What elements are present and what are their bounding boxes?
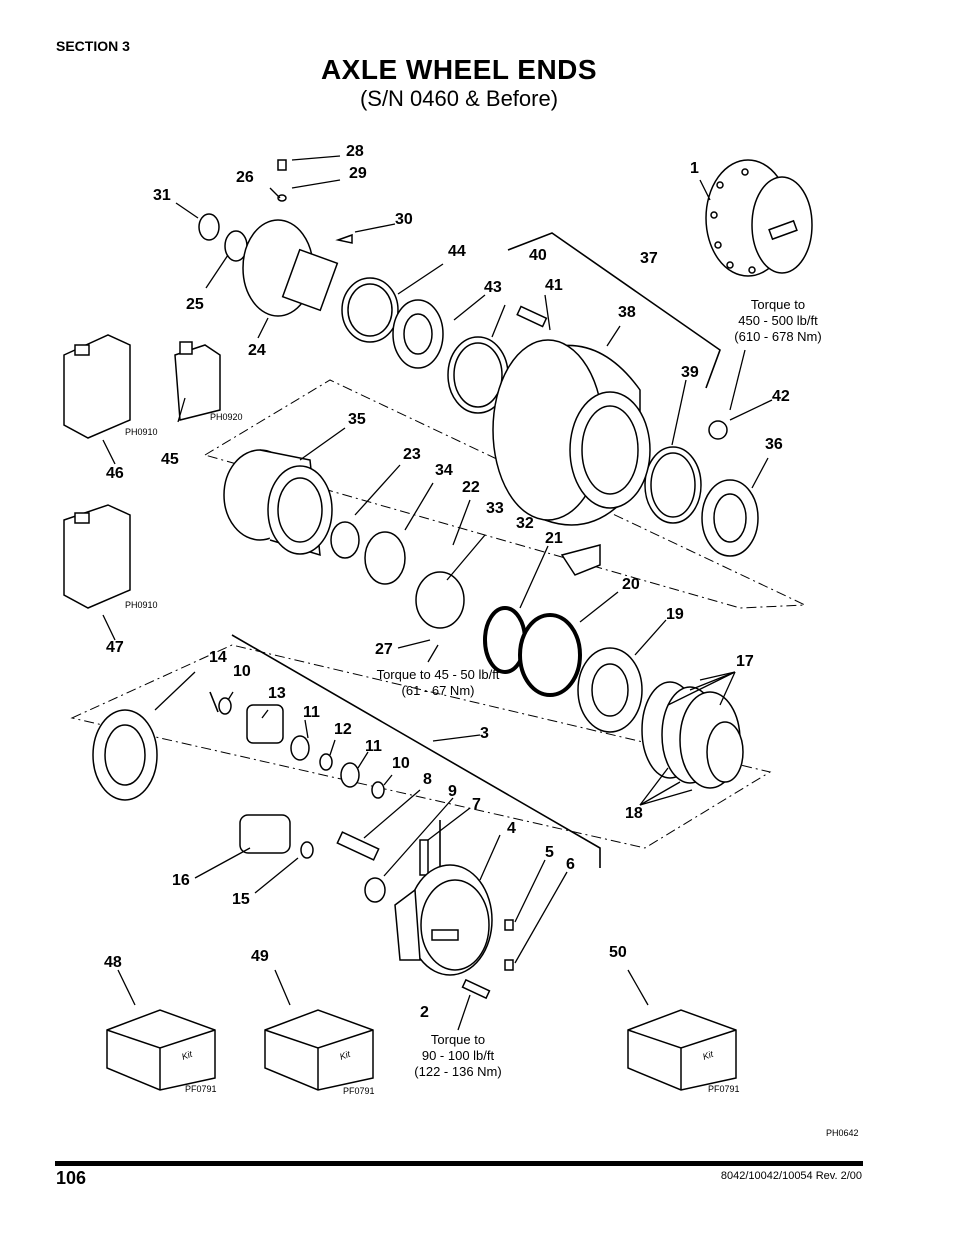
callout-50: 50 [609, 944, 627, 961]
callout-21: 21 [545, 530, 563, 547]
torque-setscrew-line1: Torque to 45 - 50 lb/ft [377, 667, 500, 682]
callout-34: 34 [435, 462, 453, 479]
callout-17: 17 [736, 653, 754, 670]
kit-label-48: Kit [180, 1049, 194, 1062]
torque-hub-line2: 450 - 500 lb/ft [738, 313, 818, 328]
callout-23: 23 [403, 446, 421, 463]
kit-label-50: Kit [701, 1049, 715, 1062]
torque-cover-line2: 90 - 100 lb/ft [422, 1048, 495, 1063]
callout-22: 22 [462, 479, 480, 496]
document-reference: 8042/10042/10054 Rev. 2/00 [720, 1170, 862, 1182]
callout-20: 20 [622, 576, 640, 593]
planetary-parts [92, 697, 429, 903]
torque-hub-line1: Torque to [751, 297, 805, 312]
callout-40: 40 [529, 247, 547, 264]
torque-hub-line3: (610 - 678 Nm) [734, 329, 821, 344]
callout-9: 9 [448, 783, 457, 800]
torque-cover-line3: (122 - 136 Nm) [414, 1064, 501, 1079]
kit-boxes [106, 1009, 737, 1091]
callout-42: 42 [772, 388, 790, 405]
hub-assembly [705, 159, 813, 277]
footer-rule [55, 1161, 863, 1166]
callout-13: 13 [268, 685, 286, 702]
callout-38: 38 [618, 304, 636, 321]
spindle [242, 159, 353, 317]
callout-45: 45 [161, 451, 179, 468]
section-label: SECTION 3 [56, 38, 130, 54]
torque-setscrew-line2: (61 - 67 Nm) [402, 683, 475, 698]
code-pf0791-49: PF0791 [343, 1086, 375, 1096]
callout-41: 41 [545, 277, 563, 294]
callout-24: 24 [248, 342, 266, 359]
ring-gear [223, 449, 333, 557]
figure-code: PH0642 [826, 1128, 859, 1138]
kit-label-49: Kit [338, 1049, 352, 1062]
code-ph0920: PH0920 [210, 412, 243, 422]
wheel-hub [492, 305, 651, 526]
page-subtitle: (S/N 0460 & Before) [359, 86, 559, 111]
callout-29: 29 [349, 165, 367, 182]
callout-1: 1 [690, 160, 699, 177]
callout-25: 25 [186, 296, 204, 313]
rings-middle [330, 521, 643, 733]
leader-lines [102, 155, 773, 1031]
callout-31: 31 [153, 187, 171, 204]
code-pf0791-50: PF0791 [708, 1084, 740, 1094]
planetary-cover [394, 864, 514, 1000]
callout-46: 46 [106, 465, 124, 482]
callout-48: 48 [104, 954, 122, 971]
callout-44: 44 [448, 243, 466, 260]
callout-26: 26 [236, 169, 254, 186]
callout-3: 3 [480, 725, 489, 742]
callout-33: 33 [486, 500, 504, 517]
callout-28: 28 [346, 143, 364, 160]
callout-14: 14 [209, 649, 227, 666]
callout-36: 36 [765, 436, 783, 453]
callout-2: 2 [420, 1004, 429, 1021]
callout-39: 39 [681, 364, 699, 381]
callout-6: 6 [566, 856, 575, 873]
callout-47: 47 [106, 639, 124, 656]
callout-4: 4 [507, 820, 516, 837]
code-ph0910-b: PH0910 [125, 600, 158, 610]
callout-18: 18 [625, 805, 643, 822]
callout-7: 7 [472, 796, 481, 813]
page-number: 106 [56, 1168, 87, 1188]
callout-19: 19 [666, 606, 684, 623]
callout-8: 8 [423, 771, 432, 788]
callout-30: 30 [395, 211, 413, 228]
code-ph0910-a: PH0910 [125, 427, 158, 437]
callout-27: 27 [375, 641, 393, 658]
callout-37: 37 [640, 250, 658, 267]
bearing-group-top [198, 213, 759, 557]
callout-12: 12 [334, 721, 352, 738]
callout-43: 43 [484, 279, 502, 296]
disc-pack [641, 681, 744, 789]
callout-32: 32 [516, 515, 534, 532]
callout-5: 5 [545, 844, 554, 861]
fluid-containers [63, 334, 221, 609]
callout-10: 10 [233, 663, 251, 680]
callout-10b: 10 [392, 755, 410, 772]
callout-35: 35 [348, 411, 366, 428]
torque-cover-line1: Torque to [431, 1032, 485, 1047]
page-title: AXLE WHEEL ENDS [320, 54, 598, 85]
callout-11b: 11 [365, 738, 382, 755]
callout-49: 49 [251, 948, 269, 965]
code-pf0791-48: PF0791 [185, 1084, 217, 1094]
callout-15: 15 [232, 891, 250, 908]
callout-16: 16 [172, 872, 190, 889]
callout-11: 11 [303, 704, 320, 721]
